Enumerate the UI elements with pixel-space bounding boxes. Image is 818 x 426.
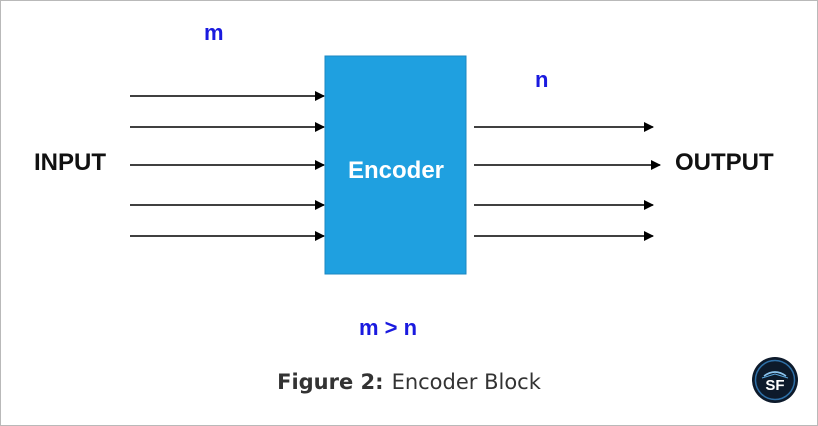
figure-title: Encoder Block [391, 370, 541, 394]
sf-logo-text: SF [765, 377, 784, 394]
output-label: OUTPUT [675, 149, 774, 176]
output-count-label: n [535, 67, 549, 92]
figure-number: Figure 2: [277, 370, 384, 394]
encoder-block [324, 55, 467, 275]
encoder-block-label: Encoder [347, 157, 445, 184]
sf-logo: SF [752, 357, 798, 403]
figure-caption: Figure 2: Encoder Block [0, 370, 818, 394]
input-label: INPUT [34, 149, 106, 176]
input-count-label: m [204, 20, 224, 45]
condition-label: m > n [359, 315, 418, 340]
